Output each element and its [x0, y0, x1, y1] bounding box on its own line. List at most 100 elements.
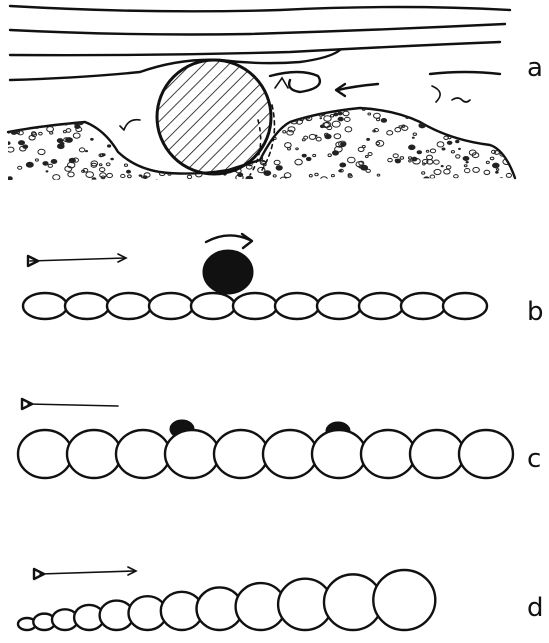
sand-grain: [38, 149, 45, 154]
sand-grain: [469, 109, 473, 112]
pebble-row-b: [23, 293, 487, 319]
sand-grain: [411, 157, 417, 162]
pebble: [312, 430, 366, 478]
sand-grain: [110, 158, 114, 161]
sand-grain: [441, 165, 444, 167]
sand-grain: [337, 108, 340, 110]
sand-grain: [296, 148, 299, 150]
flow-line-1: [10, 6, 510, 11]
sand-grain: [13, 125, 16, 127]
pebble: [23, 293, 67, 319]
sand-grain: [463, 119, 471, 125]
sand-grain: [320, 117, 323, 119]
eddy-icon-small: [275, 78, 288, 88]
sand-grain: [405, 108, 410, 112]
sand-grain: [92, 110, 95, 112]
sand-grain: [313, 154, 316, 156]
sand-grain: [496, 111, 503, 116]
sand-grain: [143, 175, 148, 179]
sand-grain: [506, 173, 511, 177]
sand-grain: [130, 137, 134, 140]
sand-grain: [35, 121, 38, 123]
sand-grain: [42, 119, 45, 121]
sand-grain: [315, 173, 318, 176]
sand-grain: [138, 123, 145, 128]
sand-grain: [368, 153, 372, 156]
sand-grain: [121, 142, 129, 148]
sand-grain: [444, 169, 450, 174]
eddy-icon-left: [120, 120, 140, 130]
sand-grain: [413, 133, 416, 135]
sand-grain: [114, 134, 120, 139]
flow-arrow-tail-c: [22, 399, 32, 409]
sand-grain: [507, 108, 514, 113]
pebble-row-c: [18, 430, 513, 478]
sand-grain: [393, 154, 398, 158]
sand-grain: [7, 147, 14, 152]
sand-grain: [152, 151, 157, 155]
sand-grain: [309, 134, 316, 139]
rotation-arrow-head: [242, 234, 252, 248]
sand-grain: [332, 150, 339, 155]
sand-grain: [331, 175, 334, 177]
sand-grain: [446, 166, 451, 169]
sand-grain: [99, 164, 102, 166]
sand-grain: [345, 127, 352, 132]
sand-grain: [128, 153, 133, 156]
sand-grain: [484, 170, 490, 174]
sand-grain: [452, 109, 458, 114]
sand-grain: [496, 169, 498, 171]
pebble: [116, 430, 170, 478]
sand-grain: [77, 119, 80, 121]
sand-grain: [124, 164, 127, 166]
flow-arrow-b: [30, 258, 125, 261]
sand-grain: [68, 172, 74, 177]
sand-grain: [74, 124, 80, 129]
sand-grain: [331, 115, 334, 117]
sand-grain: [126, 170, 131, 174]
sand-grain: [430, 175, 435, 178]
sand-grain: [301, 109, 306, 113]
sand-grain: [377, 174, 380, 176]
pebble: [410, 430, 464, 478]
panel-a-diagram: a: [5, 6, 543, 182]
pebble: [191, 293, 235, 319]
sand-grain: [6, 141, 11, 145]
sand-grain: [316, 137, 321, 141]
sand-grain: [494, 117, 500, 121]
sand-grain: [286, 108, 290, 111]
pebble: [233, 293, 277, 319]
sand-grain: [491, 114, 496, 118]
sand-grain: [20, 121, 28, 127]
sand-grain: [306, 157, 312, 161]
sand-grain: [79, 148, 84, 152]
sand-grain: [96, 118, 103, 123]
sand-grain: [417, 150, 422, 154]
sand-grain: [499, 132, 505, 137]
sand-grain: [48, 117, 51, 119]
sand-grain: [381, 118, 387, 123]
sand-grain: [455, 109, 459, 112]
sand-grain: [366, 138, 370, 141]
sand-grain: [387, 131, 393, 135]
sand-grain: [465, 169, 470, 173]
panel-label-c: c: [527, 444, 541, 474]
sand-grain: [409, 157, 412, 159]
sand-grain: [146, 149, 149, 151]
sand-grain: [22, 145, 28, 149]
sand-grain: [135, 141, 138, 143]
sand-grain: [501, 144, 505, 147]
sand-grain: [285, 115, 291, 119]
sand-grain: [409, 160, 412, 162]
sand-grain: [73, 133, 80, 138]
sand-grain: [121, 174, 125, 177]
sand-grain: [425, 119, 429, 122]
sand-grain: [439, 128, 442, 130]
sand-grain: [92, 177, 97, 181]
sand-grain: [434, 160, 440, 164]
panel-label-a: a: [527, 53, 543, 83]
flow-line-4-right: [430, 72, 500, 74]
sand-grain: [57, 138, 64, 143]
sand-grain: [458, 148, 461, 150]
sand-grain: [332, 121, 340, 127]
